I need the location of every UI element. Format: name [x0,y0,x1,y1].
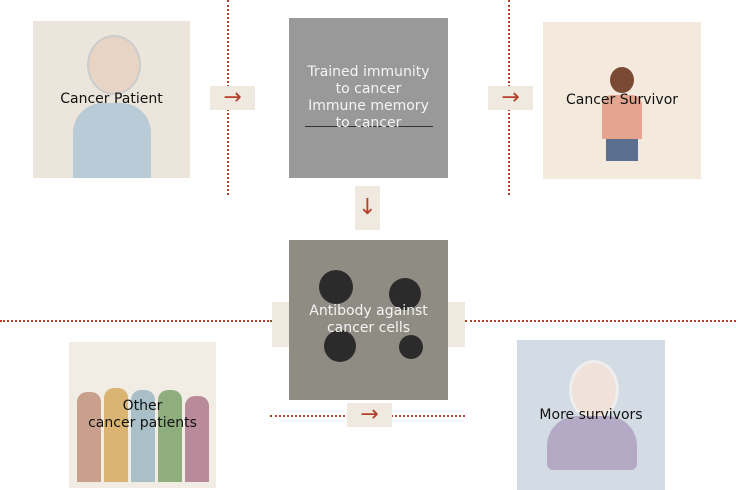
node-trained-immunity: Trained immunity to cancer Immune memory… [289,18,448,178]
survivor-illustration [598,67,646,162]
patient-illustration [73,35,151,178]
arrow-right-icon: → [210,86,255,110]
divider-line-middle-right [465,320,736,322]
node-label-line: cancer patients [88,415,197,431]
node-label: More survivors [539,406,643,423]
node-cancer-survivor: Cancer Survivor [543,22,701,179]
node-other-patients: Other cancer patients [69,342,216,488]
node-label-line: Other [122,398,163,414]
cancer-cell-icon [319,270,353,304]
node-label-line: to cancer [335,81,402,97]
node-label-line: to cancer [335,115,402,131]
arrow-right-icon: → [488,86,533,110]
node-label-line: cancer cells [326,320,411,336]
cancer-cell-icon [389,278,421,310]
survivor-illustration [547,360,637,470]
node-label-line: Immune memory [308,98,429,114]
node-antibody: Antibody against cancer cells [289,240,448,400]
divider-line-middle-left [0,320,272,322]
node-label: Cancer Survivor [565,92,679,108]
arrow-right-icon: → [347,403,392,427]
group-illustration [77,378,209,482]
cancer-cell-icon [324,330,356,362]
ground-line [305,126,433,127]
node-label: Cancer Patient [60,91,163,107]
arrow-down-icon: ↓ [355,186,380,230]
node-label-line: Antibody against [309,303,428,319]
node-cancer-patient: Cancer Patient [33,21,190,178]
node-more-survivors: More survivors [517,340,665,490]
cancer-cell-icon [399,335,423,359]
node-label-line: Trained immunity [307,64,430,80]
